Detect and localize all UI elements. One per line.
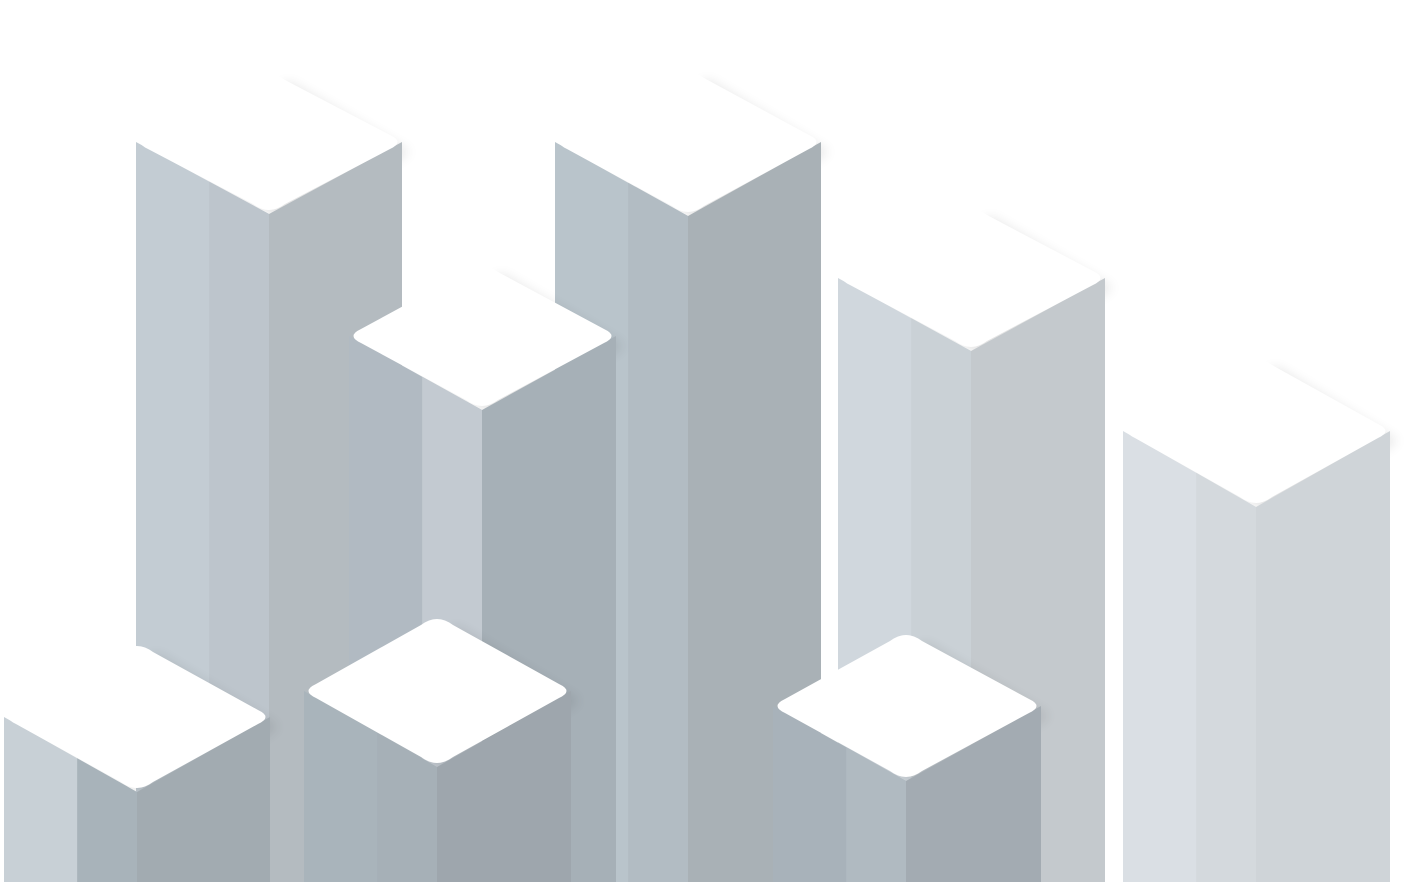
- column-far-right: [1123, 359, 1398, 882]
- column-mid-strip: [846, 747, 906, 882]
- column-right-face: [437, 691, 571, 882]
- column-top-face: [1127, 359, 1386, 503]
- column-top-face: [559, 72, 817, 212]
- column-top-face: [308, 619, 567, 763]
- column-top-face: [140, 74, 398, 210]
- column-front-center: [304, 619, 579, 882]
- column-right-face: [1256, 431, 1390, 882]
- column-top-face: [777, 635, 1037, 777]
- column-mid-right: [838, 209, 1113, 882]
- column-right-face: [688, 142, 821, 882]
- column-mid-strip: [628, 182, 688, 882]
- column-mid-strip: [77, 758, 137, 882]
- column-front-right: [773, 635, 1049, 882]
- column-mid-strip: [377, 732, 437, 882]
- column-right-face: [137, 717, 270, 882]
- column-top-face: [842, 209, 1101, 347]
- column-top-face: [353, 266, 612, 406]
- column-top-face: [8, 646, 266, 788]
- column-front-left: [4, 646, 278, 882]
- column-mid-strip: [1196, 472, 1256, 882]
- column-right-face: [906, 706, 1041, 882]
